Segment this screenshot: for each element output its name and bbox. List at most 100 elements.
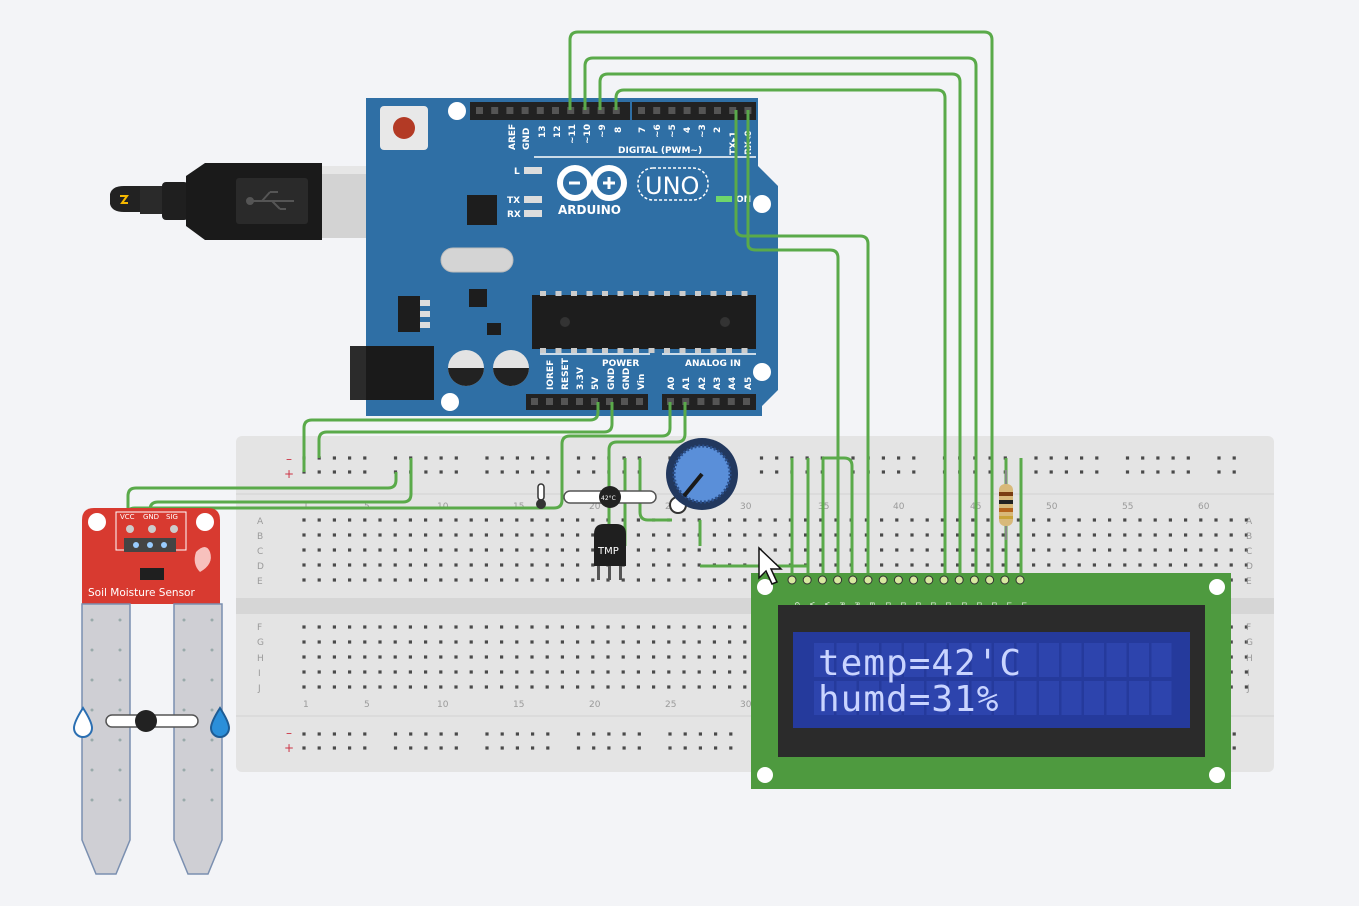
lcd-cell — [949, 643, 969, 677]
breadboard-hole — [804, 518, 808, 522]
probe-dot — [118, 618, 122, 622]
breadboard-hole — [1229, 548, 1233, 552]
wire-soil-vcc[interactable] — [126, 472, 398, 526]
breadboard-hole — [408, 655, 412, 659]
breadboard-hole — [348, 578, 352, 582]
soil-moisture-sensor[interactable]: VCC GND SIG Soil Moisture Sensor — [72, 508, 231, 875]
breadboard-hole — [424, 518, 428, 522]
lcd-cell — [1061, 681, 1082, 715]
breadboard-hole — [1123, 533, 1127, 537]
wire-d11[interactable] — [568, 30, 994, 580]
row-letter: D — [1246, 562, 1253, 572]
wire-d0[interactable] — [746, 110, 840, 580]
soil-pin[interactable] — [126, 525, 134, 533]
header-socket — [597, 107, 605, 114]
breadboard-hole — [560, 625, 564, 629]
tmp-sensor-body[interactable] — [594, 524, 626, 566]
wire-lcd-rw[interactable] — [822, 456, 854, 580]
breadboard-hole — [439, 685, 443, 689]
wire-pot-gnd[interactable] — [638, 458, 672, 522]
wire-d9[interactable] — [598, 72, 962, 580]
rail-hole — [1034, 470, 1038, 474]
breadboard-hole — [1123, 548, 1127, 552]
reset-button-cap[interactable] — [393, 117, 415, 139]
soil-pin[interactable] — [170, 525, 178, 533]
temperature-sensor[interactable]: 42°C TMP — [536, 483, 657, 580]
breadboard-hole — [317, 548, 321, 552]
analog-pin-labels: A0 A1 A2 A3 A4 A5 — [667, 377, 754, 390]
breadboard-hole — [682, 625, 686, 629]
resistor[interactable] — [999, 470, 1013, 540]
header-socket — [476, 107, 483, 114]
breadboard-hole — [1062, 563, 1066, 567]
wire-d10[interactable] — [583, 56, 978, 580]
probe-dot — [90, 708, 94, 712]
wire-a1[interactable] — [607, 402, 687, 546]
rail-hole — [576, 732, 581, 736]
breadboard-hole — [530, 625, 534, 629]
breadboard-hole — [621, 670, 625, 674]
pin-label: 5V — [591, 377, 601, 390]
rail-hole — [454, 470, 458, 474]
rail-hole — [348, 470, 352, 474]
breadboard-hole — [1138, 533, 1142, 537]
rail-minus-top: – — [286, 452, 292, 466]
wire-d8[interactable] — [614, 88, 947, 580]
breadboard-hole — [484, 670, 488, 674]
breadboard-hole — [576, 518, 580, 522]
breadboard-hole — [469, 518, 473, 522]
breadboard-hole — [576, 655, 580, 659]
wire-gnd[interactable] — [317, 402, 614, 458]
breadboard-hole — [302, 640, 306, 644]
probe-dot — [210, 618, 214, 622]
lcd-pin — [863, 575, 873, 585]
digital-pin-sockets[interactable] — [476, 107, 752, 114]
header-socket — [552, 107, 559, 114]
probe-dot — [90, 738, 94, 742]
potentiometer[interactable] — [666, 438, 738, 514]
breadboard-hole — [302, 563, 306, 567]
mount-hole — [753, 195, 771, 213]
breadboard-hole — [940, 548, 944, 552]
lcd-cell — [881, 681, 902, 715]
lcd-cell — [1039, 643, 1059, 677]
wires[interactable] — [125, 30, 1023, 580]
header-socket — [712, 398, 720, 405]
soil-pin[interactable] — [148, 525, 156, 533]
power-analog-pin-sockets[interactable] — [531, 398, 750, 405]
resistor-body[interactable] — [999, 484, 1013, 526]
breadboard-hole — [1184, 518, 1188, 522]
moisture-slider-knob[interactable] — [135, 710, 157, 732]
chip-pin — [664, 291, 670, 296]
row-letter: A — [257, 517, 264, 527]
chip-pin — [726, 348, 732, 353]
breadboard-hole — [652, 640, 656, 644]
breadboard-hole — [1184, 548, 1188, 552]
breadboard-hole — [515, 578, 519, 582]
arduino-uno-board[interactable]: AREF GND 13 12 ~11 ~10 ~9 8 7 ~6 ~5 4 ~3… — [350, 98, 778, 416]
lcd-cell — [1129, 643, 1149, 677]
wire-soil-gnd[interactable] — [148, 458, 413, 526]
row-letter: E — [257, 577, 263, 587]
lcd-display[interactable]: GND VCC V0 RS RW E DB0 DB1 DB2 DB3 DB4 D… — [751, 573, 1231, 789]
breadboard-hole — [302, 670, 306, 674]
breadboard-hole — [469, 533, 473, 537]
probe-dot — [182, 738, 186, 742]
soil-probe-left — [81, 603, 131, 875]
header-socket — [621, 398, 628, 405]
chip-pin — [679, 348, 686, 353]
wire-5v[interactable] — [302, 402, 600, 472]
breadboard-hole — [697, 625, 701, 629]
breadboard-hole — [560, 578, 564, 582]
usb-cable[interactable] — [110, 163, 426, 240]
lcd-cell — [836, 681, 857, 715]
lcd-cell — [994, 681, 1014, 715]
breadboard-hole — [348, 670, 352, 674]
breadboard-hole — [925, 518, 929, 522]
breadboard-hole — [895, 563, 899, 567]
lcd-pins[interactable] — [787, 575, 1025, 585]
wire-d1[interactable] — [734, 110, 870, 580]
temp-slider-knob[interactable] — [599, 486, 621, 508]
